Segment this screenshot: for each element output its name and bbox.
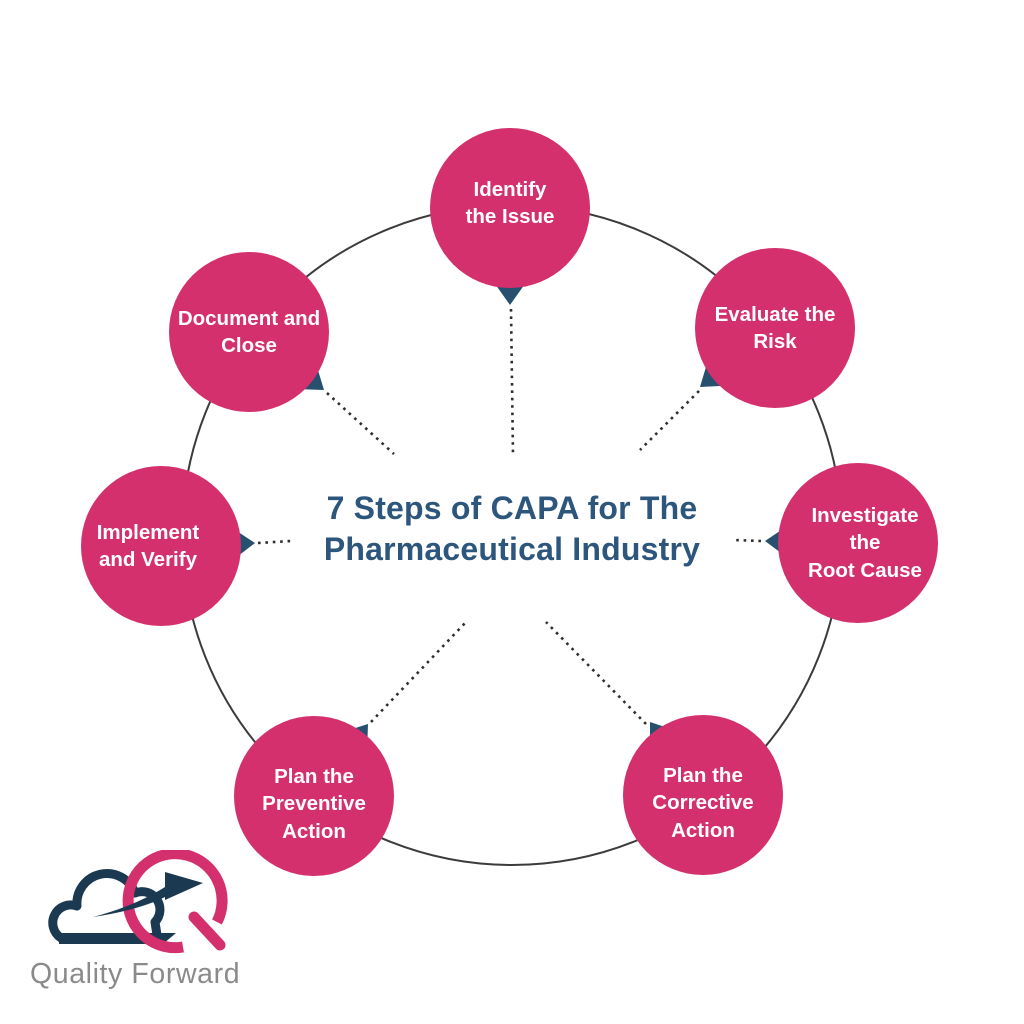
step-circle-identify-the-issue: Identify the Issue	[430, 128, 590, 288]
step-label: Investigate the Root Cause	[808, 504, 922, 582]
quality-forward-logo-icon	[48, 850, 228, 954]
dotted-line-investigate	[732, 538, 762, 543]
diagram-title-line2: Pharmaceutical Industry	[323, 531, 701, 567]
step-label: Implement and Verify	[96, 520, 200, 571]
step-label: Plan the Corrective Action	[652, 764, 754, 842]
q-ring-icon	[122, 850, 228, 954]
dotted-line-preventive	[370, 621, 467, 723]
diagram-title: 7 Steps of CAPA for The Pharmaceutical I…	[0, 488, 1024, 570]
step-label: Plan the Preventive Action	[262, 765, 366, 843]
step-label: Evaluate the Risk	[714, 302, 836, 353]
dotted-line-document	[326, 392, 395, 455]
diagram-title-line1: 7 Steps of CAPA for The	[326, 490, 698, 526]
dotted-line-evaluate	[639, 390, 700, 451]
q-tail-shape	[188, 911, 226, 951]
step-circle-implement-and-verify: Implement and Verify	[81, 466, 241, 626]
step-circle-document-and-close: Document and Close	[169, 252, 329, 412]
step-label: Identify the Issue	[465, 177, 555, 228]
brand-name: Quality Forward	[30, 958, 241, 990]
step-label: Document and Close	[177, 306, 321, 357]
step-circle-investigate-the-root-cause: Investigate the Root Cause	[778, 463, 938, 623]
dotted-line-corrective	[545, 621, 647, 725]
step-circle-evaluate-the-risk: Evaluate the Risk	[695, 248, 855, 408]
step-circle-plan-the-corrective-action: Plan the Corrective Action	[623, 715, 783, 875]
forward-arrow-icon	[93, 872, 203, 917]
dotted-line-implement	[257, 539, 292, 545]
dotted-line-identify	[509, 308, 515, 456]
step-circle-plan-the-preventive-action: Plan the Preventive Action	[234, 716, 394, 876]
